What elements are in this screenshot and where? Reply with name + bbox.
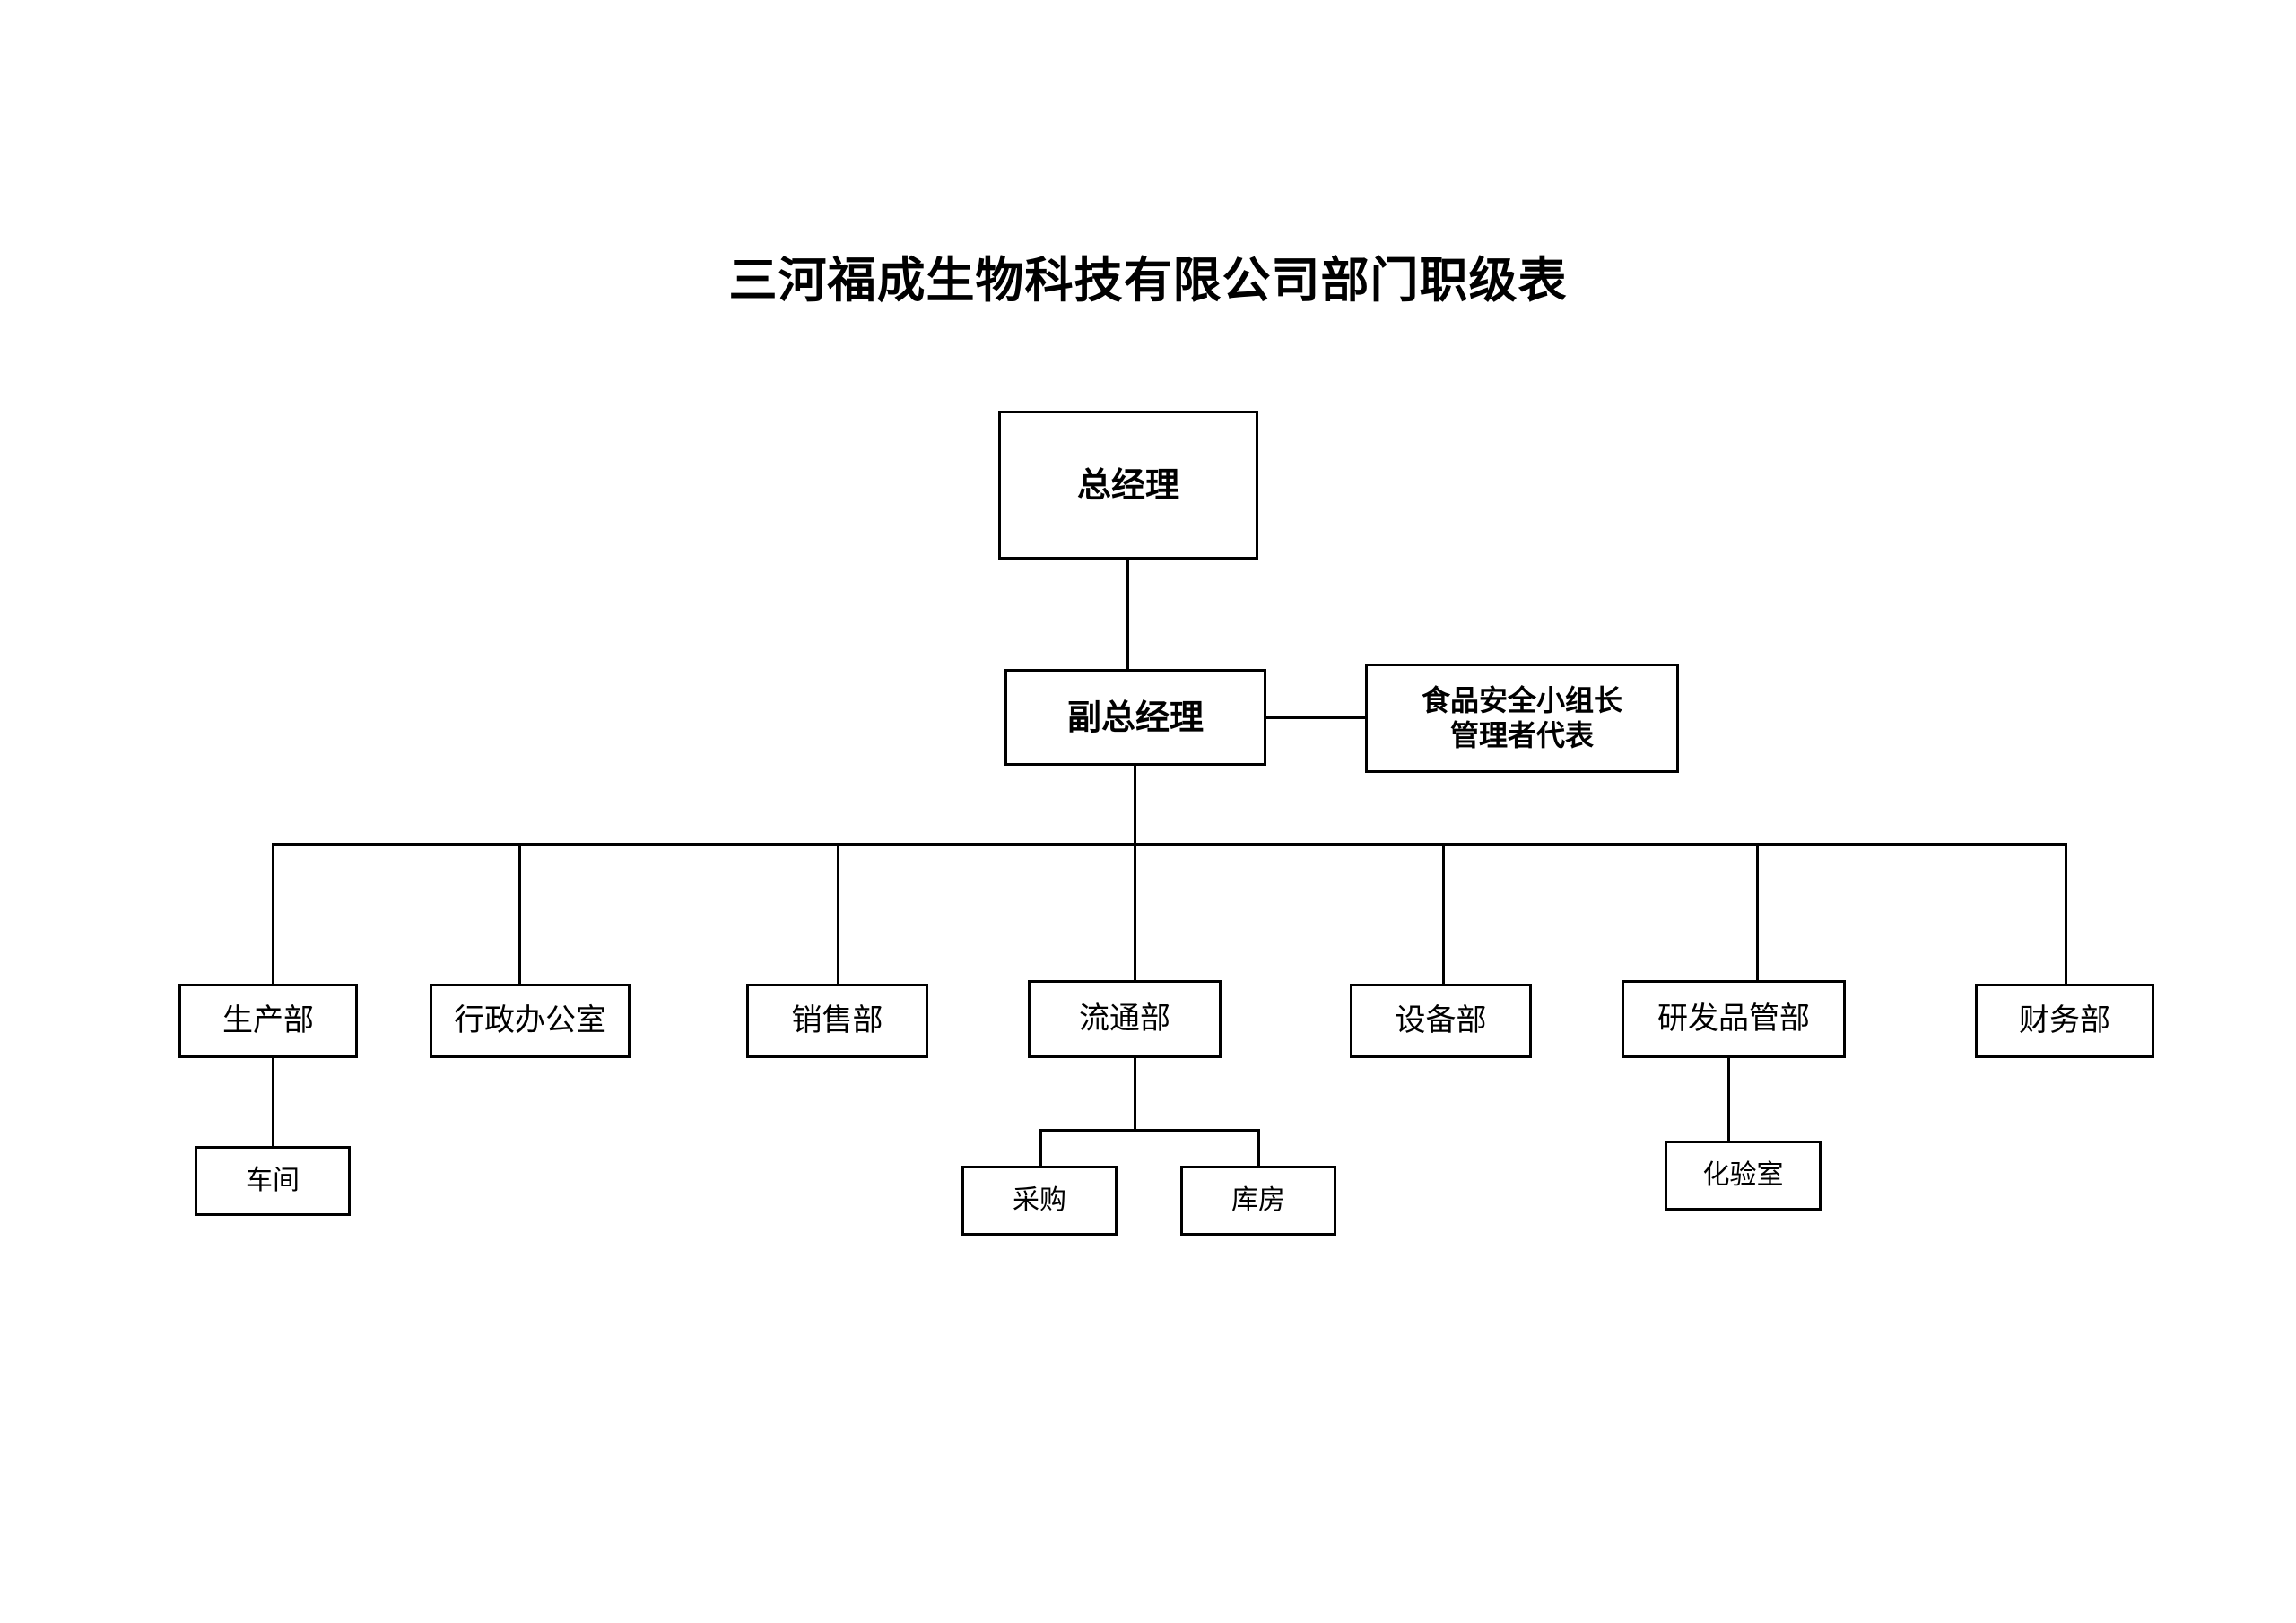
node-sales[interactable]: 销售部	[746, 984, 928, 1058]
connector-bus-to-rnd-quality	[1756, 843, 1759, 984]
node-distribution[interactable]: 流通部	[1028, 980, 1222, 1058]
node-production-label: 生产部	[222, 1002, 314, 1038]
node-procurement-label: 采购	[1013, 1184, 1066, 1216]
node-workshop-label: 车间	[246, 1164, 300, 1196]
node-laboratory[interactable]: 化验室	[1665, 1141, 1822, 1211]
connector-bus-to-finance	[2065, 843, 2067, 984]
node-sales-label: 销售部	[791, 1002, 883, 1038]
connector-split-to-warehouse	[1257, 1129, 1260, 1166]
connector-deputy-to-food-safety	[1266, 716, 1365, 719]
node-general-manager-label: 总经理	[1076, 464, 1179, 505]
connector-department-bus	[272, 843, 2065, 846]
node-warehouse-label: 库房	[1231, 1184, 1285, 1216]
node-general-manager[interactable]: 总经理	[998, 411, 1258, 560]
node-workshop[interactable]: 车间	[195, 1146, 351, 1216]
connector-rnd-to-laboratory	[1727, 1058, 1730, 1141]
connector-bus-to-distribution	[1134, 843, 1136, 984]
connector-bus-to-sales	[837, 843, 839, 984]
node-food-safety-lead-label: 食品安全小组长 管理者代表	[1421, 682, 1622, 752]
node-warehouse[interactable]: 库房	[1180, 1166, 1336, 1236]
page-title: 三河福成生物科技有限公司部门职级表	[728, 252, 1568, 308]
node-equipment-label: 设备部	[1395, 1002, 1487, 1038]
node-distribution-label: 流通部	[1079, 1000, 1170, 1037]
node-procurement[interactable]: 采购	[961, 1166, 1118, 1236]
connector-bus-to-admin-office	[518, 843, 521, 984]
connector-gm-to-deputy	[1126, 560, 1129, 669]
node-equipment[interactable]: 设备部	[1350, 984, 1532, 1058]
node-finance[interactable]: 财务部	[1975, 984, 2154, 1058]
node-admin-office[interactable]: 行政办公室	[430, 984, 631, 1058]
node-production[interactable]: 生产部	[178, 984, 358, 1058]
connector-split-to-procurement	[1039, 1129, 1042, 1166]
node-laboratory-label: 化验室	[1702, 1159, 1784, 1191]
node-admin-office-label: 行政办公室	[454, 1002, 606, 1038]
node-rnd-quality-label: 研发品管部	[1657, 1000, 1810, 1037]
connector-deputy-to-bus	[1134, 766, 1136, 845]
connector-production-to-workshop	[272, 1058, 274, 1146]
node-finance-label: 财务部	[2019, 1002, 2110, 1038]
node-rnd-quality[interactable]: 研发品管部	[1622, 980, 1846, 1058]
node-deputy-general-manager-label: 副总经理	[1066, 697, 1204, 737]
connector-distribution-stem	[1134, 1058, 1136, 1129]
node-deputy-general-manager[interactable]: 副总经理	[1004, 669, 1266, 766]
connector-bus-to-equipment	[1442, 843, 1445, 984]
connector-bus-to-production	[272, 843, 274, 984]
connector-distribution-split-bar	[1039, 1129, 1260, 1132]
node-food-safety-lead[interactable]: 食品安全小组长 管理者代表	[1365, 664, 1679, 773]
